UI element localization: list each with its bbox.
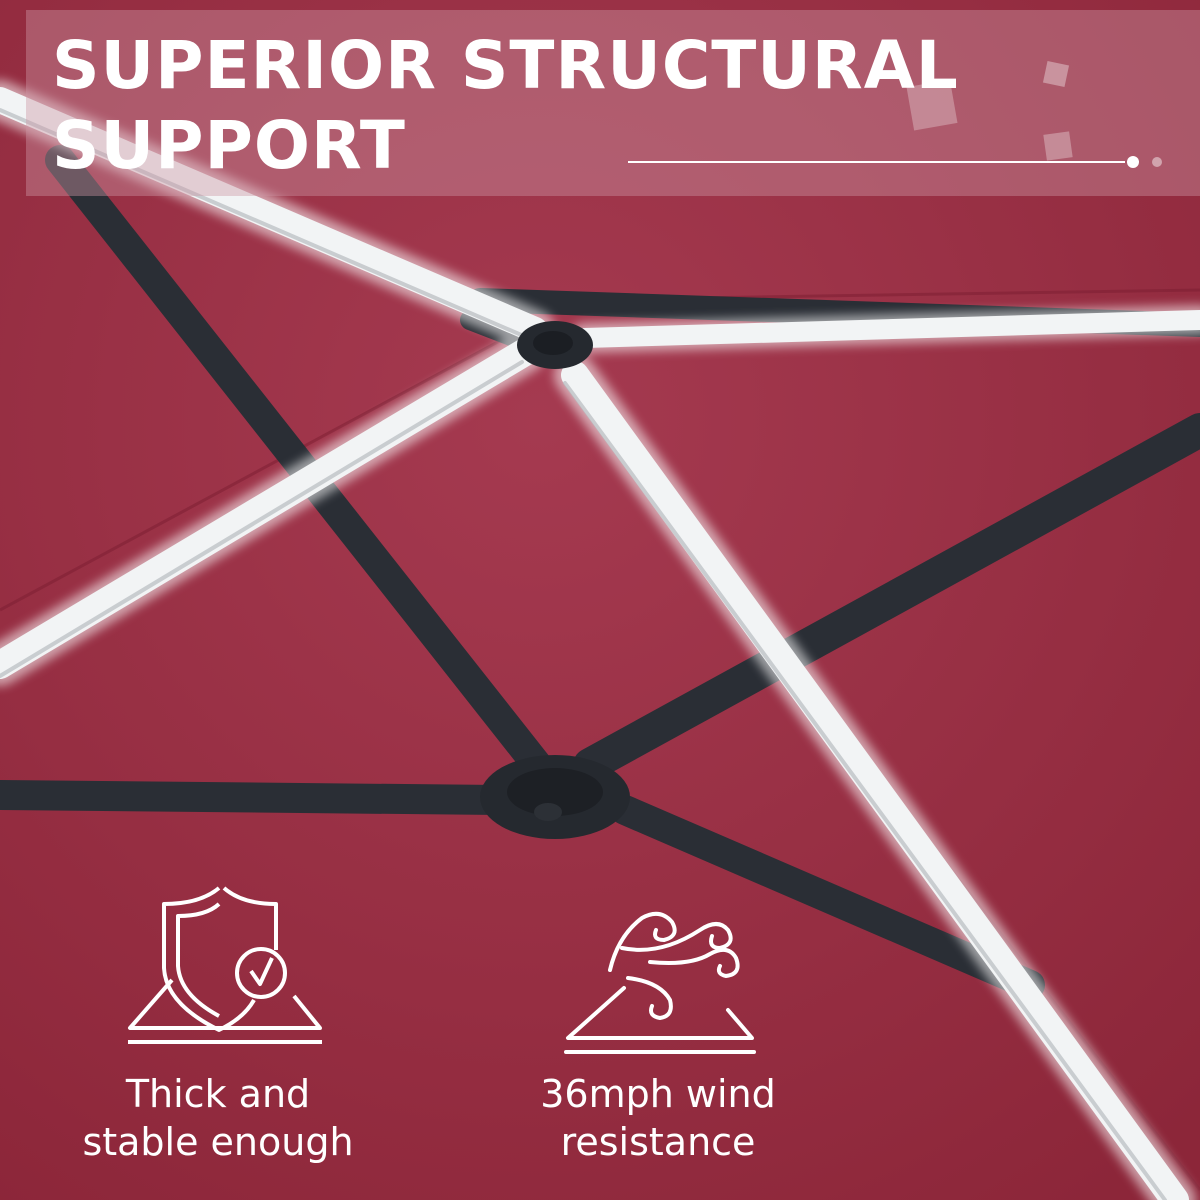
feature-wind-label: 36mph wind resistance [540, 1072, 776, 1164]
led-light-strips [0, 80, 1200, 1200]
shield-check-icon [128, 886, 322, 1044]
headline-divider [628, 156, 1162, 168]
headline-band [26, 10, 1200, 196]
feature-stability-label: Thick and stable enough [82, 1072, 354, 1164]
wind-swirl-icon [564, 911, 756, 1054]
decorative-squares [906, 60, 1073, 161]
upper-hub [517, 321, 593, 369]
central-hub [480, 755, 630, 839]
headline: SUPERIOR STRUCTURAL SUPPORT [52, 27, 959, 184]
